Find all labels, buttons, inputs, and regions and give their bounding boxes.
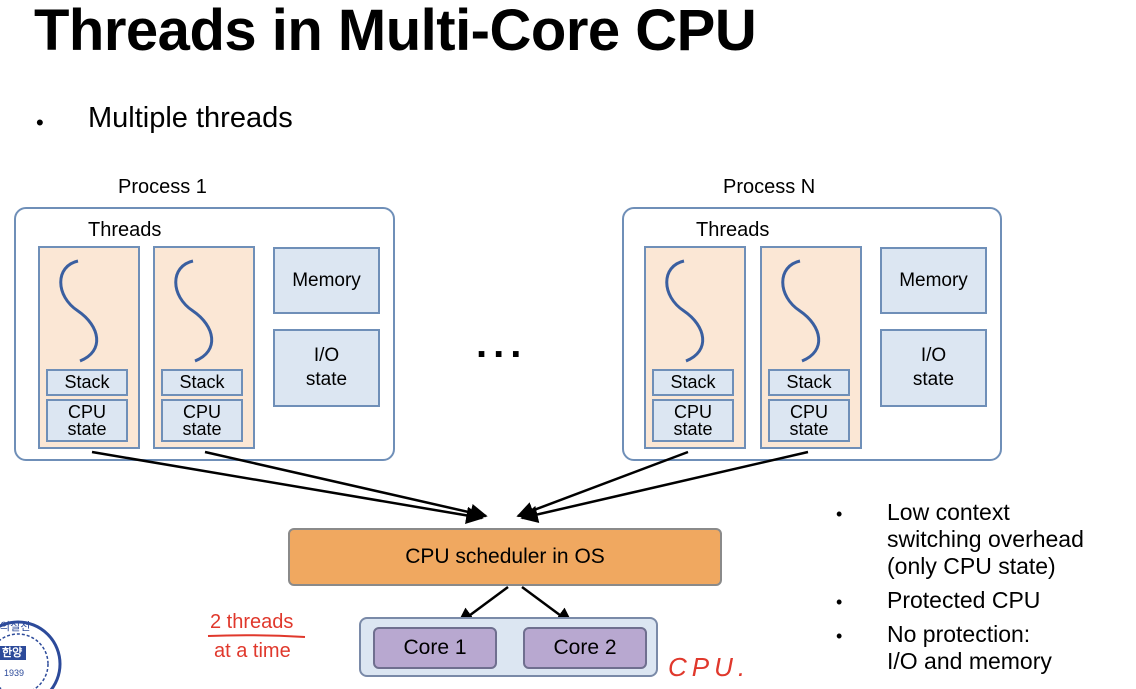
core-1: Core 1 <box>373 627 497 669</box>
bullet-line: Low context <box>887 499 1010 525</box>
cpu-state-line1: CPU <box>673 401 712 422</box>
core-2: Core 2 <box>523 627 647 669</box>
cpu-state-box: CPU state <box>46 399 128 442</box>
thread-path-icon <box>59 259 99 363</box>
io-line1: I/O <box>920 345 947 366</box>
bullet-line: (only CPU state) <box>887 553 1056 579</box>
cpu-state-box: CPU state <box>652 399 734 442</box>
annotation-cpu: CPU. <box>668 652 751 682</box>
process-n-box: Threads Stack CPU state Stack CPU state … <box>622 207 1002 461</box>
logo-year: 1939 <box>4 668 25 678</box>
bullet-line: I/O and memory <box>887 648 1052 674</box>
io-line2: state <box>305 369 348 390</box>
arrow-pn-t1-to-scheduler <box>516 450 689 519</box>
arrow-p1-t1-to-scheduler <box>91 450 484 524</box>
stack-box: Stack <box>768 369 850 396</box>
memory-box: Memory <box>273 247 380 314</box>
bullet-multiple-threads: Multiple threads <box>88 102 293 134</box>
bullet-protected-cpu: Protected CPU <box>887 587 1040 614</box>
thread-2: Stack CPU state <box>760 246 862 449</box>
stack-box: Stack <box>161 369 243 396</box>
cpu-state-line2: state <box>673 418 713 439</box>
logo-text-top: 의실천 <box>0 621 31 633</box>
process-n-label: Process N <box>723 176 816 198</box>
thread-path-icon <box>665 259 705 363</box>
cpu-state-line2: state <box>789 418 829 439</box>
bullet-marker: • <box>836 504 843 524</box>
cpu-state-line1: CPU <box>182 401 221 422</box>
cpu-cores-container: Core 1 Core 2 <box>359 617 658 677</box>
process-1-label: Process 1 <box>118 176 207 198</box>
bullet-low-context-switching: Low context switching overhead (only CPU… <box>887 499 1084 580</box>
bullet-line: switching overhead <box>887 526 1084 552</box>
bullet-marker: • <box>36 110 44 135</box>
logo-text-mid: 한양 <box>2 647 23 659</box>
cpu-state-line2: state <box>67 418 107 439</box>
thread-1: Stack CPU state <box>644 246 746 449</box>
io-state-box: I/O state <box>880 329 987 407</box>
io-state-box: I/O state <box>273 329 380 407</box>
stack-box: Stack <box>652 369 734 396</box>
thread-path-icon <box>781 259 821 363</box>
threads-label: Threads <box>88 219 162 241</box>
cpu-state-box: CPU state <box>768 399 850 442</box>
thread-1: Stack CPU state <box>38 246 140 449</box>
memory-box: Memory <box>880 247 987 314</box>
arrow-p1-t2-to-scheduler <box>204 450 488 522</box>
cpu-state-line2: state <box>182 418 222 439</box>
io-line1: I/O <box>313 345 340 366</box>
bullet-marker: • <box>836 626 843 646</box>
cpu-state-box: CPU state <box>161 399 243 442</box>
annotation-2-threads: 2 threads <box>210 611 294 633</box>
thread-2: Stack CPU state <box>153 246 255 449</box>
cpu-state-line1: CPU <box>67 401 106 422</box>
arrow-pn-t2-to-scheduler <box>520 450 809 523</box>
annotation-underline-1 <box>207 634 306 638</box>
ellipsis: ... <box>476 322 528 366</box>
cpu-scheduler-box: CPU scheduler in OS <box>288 528 722 586</box>
bullet-marker: • <box>836 592 843 612</box>
io-line2: state <box>912 369 955 390</box>
process-1-box: Threads Stack CPU state Stack CPU state … <box>14 207 395 461</box>
bullet-line: No protection: <box>887 621 1031 647</box>
slide-title: Threads in Multi-Core CPU <box>34 0 757 63</box>
cpu-state-line1: CPU <box>789 401 828 422</box>
bullet-line: Protected CPU <box>887 587 1041 613</box>
university-seal-icon <box>0 620 62 689</box>
threads-label: Threads <box>696 219 770 241</box>
stack-box: Stack <box>46 369 128 396</box>
thread-path-icon <box>174 259 214 363</box>
bullet-no-protection: No protection: I/O and memory <box>887 621 1052 675</box>
university-logo: 의실천 한양 1939 <box>0 604 70 689</box>
annotation-at-a-time: at a time <box>214 640 291 662</box>
